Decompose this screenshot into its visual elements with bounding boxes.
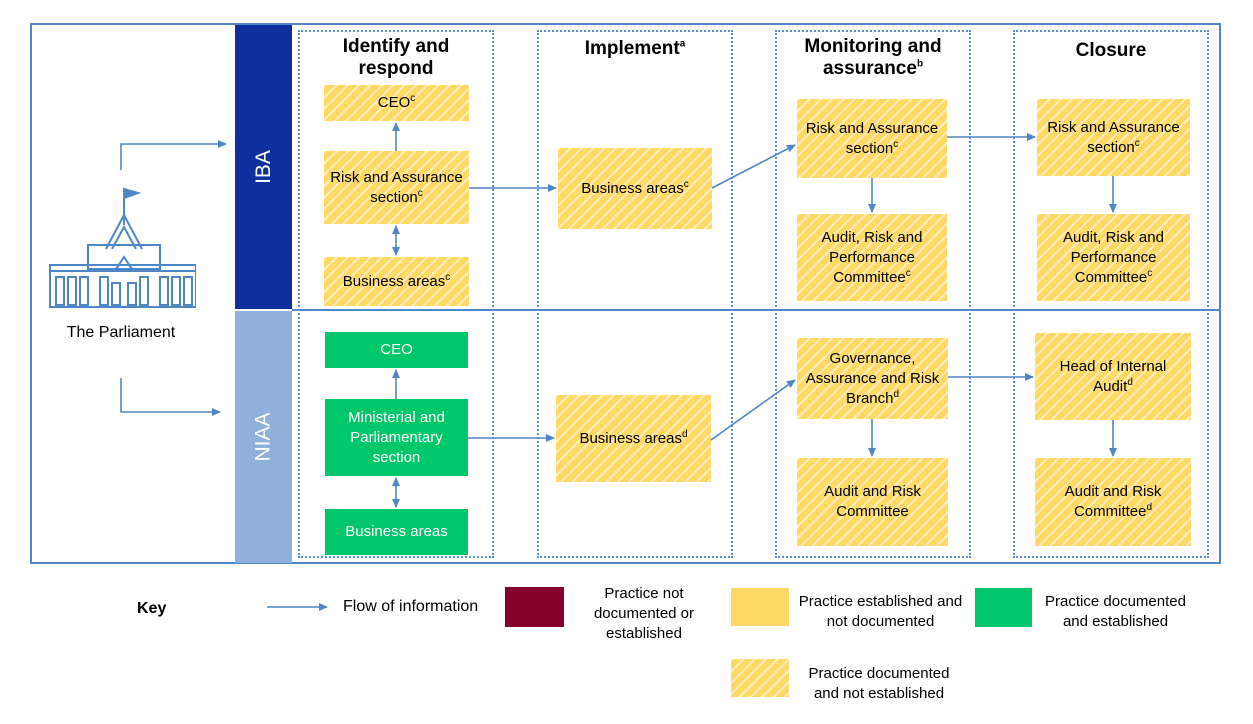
key-label-not-documented-established: Practice not documented or established — [593, 585, 695, 642]
niaa-governance-assurance-risk-box: Governance, Assurance and Risk Branchd — [797, 338, 948, 419]
key-swatch-documented-established — [975, 588, 1032, 627]
iba-ceo-box: CEOc — [324, 85, 469, 121]
niaa-ministerial-parliamentary-box: Ministerial and Parliamentary section — [325, 399, 468, 476]
arrow-parliament-iba — [120, 140, 227, 170]
column-title-monitoring: Monitoring and assuranceb — [804, 36, 942, 79]
iba-business-areas-box: Business areasc — [324, 257, 469, 306]
column-title-implement: Implementa — [584, 38, 686, 59]
key-label-documented-established: Practice documented and established — [1045, 593, 1186, 630]
iba-implement-business-areas-box: Business areasc — [558, 148, 712, 229]
key-swatch-established-not-documented — [731, 588, 789, 626]
column-title-closure: Closure — [1075, 40, 1147, 61]
niaa-monitoring-arc-box: Audit and Risk Committee — [797, 458, 948, 546]
niaa-business-areas-box: Business areas — [325, 509, 468, 555]
iba-monitoring-risk-assurance-box: Risk and Assurance sectionc — [797, 99, 947, 178]
niaa-closure-arc-box: Audit and Risk Committeed — [1035, 458, 1191, 546]
iba-monitoring-arpc-box: Audit, Risk and Performance Committeec — [797, 214, 947, 301]
niaa-ceo-box: CEO — [325, 332, 468, 368]
key-flow-label: Flow of information — [343, 598, 479, 615]
key-label-established-not-documented: Practice established and not documented — [798, 593, 963, 630]
band-niaa: NIAA — [235, 311, 292, 563]
niaa-implement-business-areas-box: Business areasd — [556, 395, 711, 482]
column-implement — [537, 30, 733, 558]
column-identify — [298, 30, 494, 558]
parliament-house-icon — [46, 185, 197, 310]
parliament-label: The Parliament — [66, 324, 176, 341]
band-iba: IBA — [235, 25, 292, 309]
key-swatch-not-documented-established — [505, 587, 564, 627]
iba-risk-assurance-box: Risk and Assurance sectionc — [324, 151, 469, 224]
niaa-head-internal-audit-box: Head of Internal Auditd — [1035, 333, 1191, 420]
key-label-documented-not-established: Practice documented and not established — [808, 665, 950, 702]
column-monitoring — [775, 30, 971, 558]
column-title-identify: Identify and respond — [342, 36, 450, 79]
row-divider — [292, 309, 1221, 311]
arrow-niaa-implement-monitoring — [710, 379, 796, 441]
iba-closure-arpc-box: Audit, Risk and Performance Committeec — [1037, 214, 1190, 301]
diagram-frame — [30, 23, 1221, 564]
arrow-iba-implement-monitoring — [711, 144, 796, 189]
key-swatch-documented-not-established — [731, 659, 789, 697]
key-title: Key — [137, 600, 167, 617]
iba-closure-risk-assurance-box: Risk and Assurance sectionc — [1037, 99, 1190, 176]
column-closure — [1013, 30, 1209, 558]
arrow-parliament-niaa — [120, 378, 221, 416]
